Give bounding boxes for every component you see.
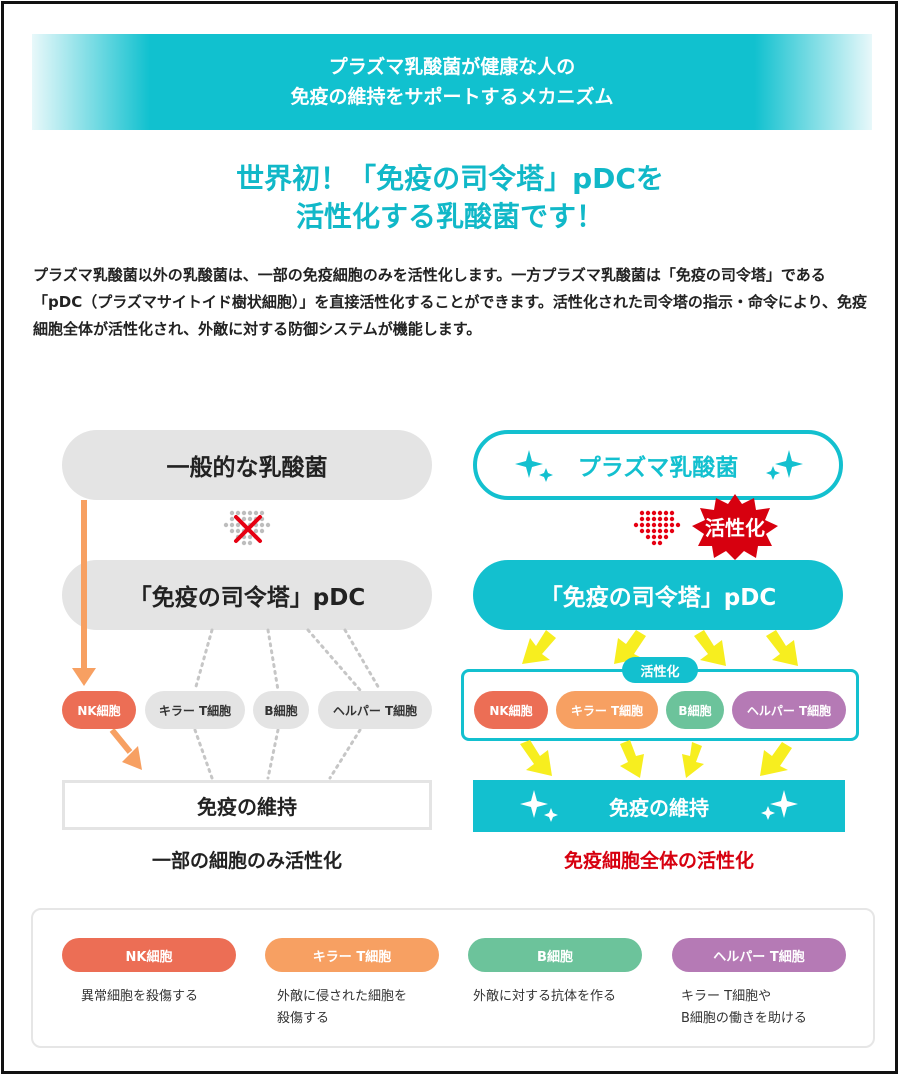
killer-t-cell-right: キラー T細胞 xyxy=(556,691,658,729)
nk-cell-left: NK細胞 xyxy=(62,691,136,729)
activated-group-label: 活性化 xyxy=(622,657,698,683)
legend-b-cell-desc: 外敵に対する抗体を作る xyxy=(473,986,616,1008)
banner-line-2: 免疫の維持をサポートするメカニズム xyxy=(290,86,614,108)
headline: 世界初！「免疫の司令塔」pDCを 活性化する乳酸菌です！ xyxy=(0,160,900,236)
helper-t-cell-left: ヘルパー T細胞 xyxy=(318,691,432,729)
immune-maintenance-left-label: 免疫の維持 xyxy=(197,794,297,819)
pdc-pill-left: 「免疫の司令塔」pDC xyxy=(62,560,432,630)
legend-nk-cell-desc: 異常細胞を殺傷する xyxy=(81,986,198,1008)
killer-t-cell-left-label: キラー T細胞 xyxy=(158,703,232,718)
legend-helper-t-cell-desc: キラー T細胞や B細胞の働きを助ける xyxy=(681,986,807,1030)
blocked-arrow-icon xyxy=(223,510,271,546)
immune-maintenance-right-label: 免疫の維持 xyxy=(609,795,709,820)
nk-cell-right-label: NK細胞 xyxy=(489,703,533,718)
helper-t-cell-right-label: ヘルパー T細胞 xyxy=(746,703,832,718)
nk-cell-right: NK細胞 xyxy=(474,691,548,729)
b-cell-right: B細胞 xyxy=(666,691,724,729)
legend-b-cell-desc-1: 外敵に対する抗体を作る xyxy=(473,989,617,1004)
legend-helper-t-cell-desc-1: キラー T細胞や xyxy=(681,989,772,1004)
general-lactobacillus-pill: 一般的な乳酸菌 xyxy=(62,430,432,500)
yellow-arrows-bottom xyxy=(520,740,792,778)
immune-maintenance-box-left: 免疫の維持 xyxy=(62,780,432,830)
banner-line-1: プラズマ乳酸菌が健康な人の xyxy=(328,56,576,78)
b-cell-left: B細胞 xyxy=(253,691,309,729)
legend-nk-cell: NK細胞 xyxy=(62,938,236,972)
sparkle-icon xyxy=(761,790,798,820)
legend-killer-t-cell: キラー T細胞 xyxy=(265,938,439,972)
legend-killer-t-cell-name: キラー T細胞 xyxy=(312,949,392,965)
sparkle-icon xyxy=(766,450,803,480)
activation-badge-label: 活性化 xyxy=(705,516,765,540)
legend-nk-cell-desc-1: 異常細胞を殺傷する xyxy=(81,989,199,1004)
orange-arrow-icon xyxy=(72,500,142,770)
intro-paragraph: プラズマ乳酸菌以外の乳酸菌は、一部の免疫細胞のみを活性化します。一方プラズマ乳酸… xyxy=(33,266,868,338)
legend-killer-t-cell-desc: 外敵に侵された細胞を 殺傷する xyxy=(277,986,407,1030)
legend-b-cell-name: B細胞 xyxy=(537,949,573,965)
pdc-label-left: 「免疫の司令塔」pDC xyxy=(128,585,366,611)
b-cell-right-label: B細胞 xyxy=(678,703,712,718)
killer-t-cell-left: キラー T細胞 xyxy=(145,691,245,729)
legend-killer-t-cell-desc-1: 外敵に侵された細胞を xyxy=(277,989,408,1004)
nk-cell-left-label: NK細胞 xyxy=(77,703,121,718)
cell-legend: NK細胞 異常細胞を殺傷する キラー T細胞 外敵に侵された細胞を 殺傷する B… xyxy=(31,908,875,1048)
general-lactobacillus-label: 一般的な乳酸菌 xyxy=(166,455,328,481)
killer-t-cell-right-label: キラー T細胞 xyxy=(570,703,644,718)
dotted-connectors-left xyxy=(193,628,382,780)
pdc-pill-right: 「免疫の司令塔」pDC xyxy=(473,560,843,630)
pdc-label-right: 「免疫の司令塔」pDC xyxy=(539,585,777,611)
legend-b-cell: B細胞 xyxy=(468,938,642,972)
caption-left: 一部の細胞のみ活性化 xyxy=(151,850,342,872)
legend-killer-t-cell-desc-2: 殺傷する xyxy=(277,1011,330,1026)
sparkle-icon xyxy=(520,790,558,822)
yellow-arrows-top xyxy=(522,630,798,666)
activation-burst-badge xyxy=(692,494,778,560)
headline-line-1: 世界初！「免疫の司令塔」pDCを xyxy=(236,162,664,195)
activated-group-label-text: 活性化 xyxy=(640,664,680,680)
title-banner: プラズマ乳酸菌が健康な人の 免疫の維持をサポートするメカニズム xyxy=(32,34,872,130)
headline-line-2: 活性化する乳酸菌です！ xyxy=(295,200,604,233)
plasma-lactobacillus-label: プラズマ乳酸菌 xyxy=(577,455,739,481)
legend-helper-t-cell-desc-2: B細胞の働きを助ける xyxy=(681,1011,807,1026)
legend-nk-cell-name: NK細胞 xyxy=(125,949,173,965)
legend-helper-t-cell-name: ヘルパー T細胞 xyxy=(713,949,805,965)
activation-arrow-icon xyxy=(633,510,681,546)
caption-right: 免疫細胞全体の活性化 xyxy=(563,850,754,872)
legend-helper-t-cell: ヘルパー T細胞 xyxy=(672,938,846,972)
b-cell-left-label: B細胞 xyxy=(264,703,298,718)
helper-t-cell-right: ヘルパー T細胞 xyxy=(732,691,846,729)
sparkle-icon xyxy=(515,450,553,482)
helper-t-cell-left-label: ヘルパー T細胞 xyxy=(332,703,418,718)
